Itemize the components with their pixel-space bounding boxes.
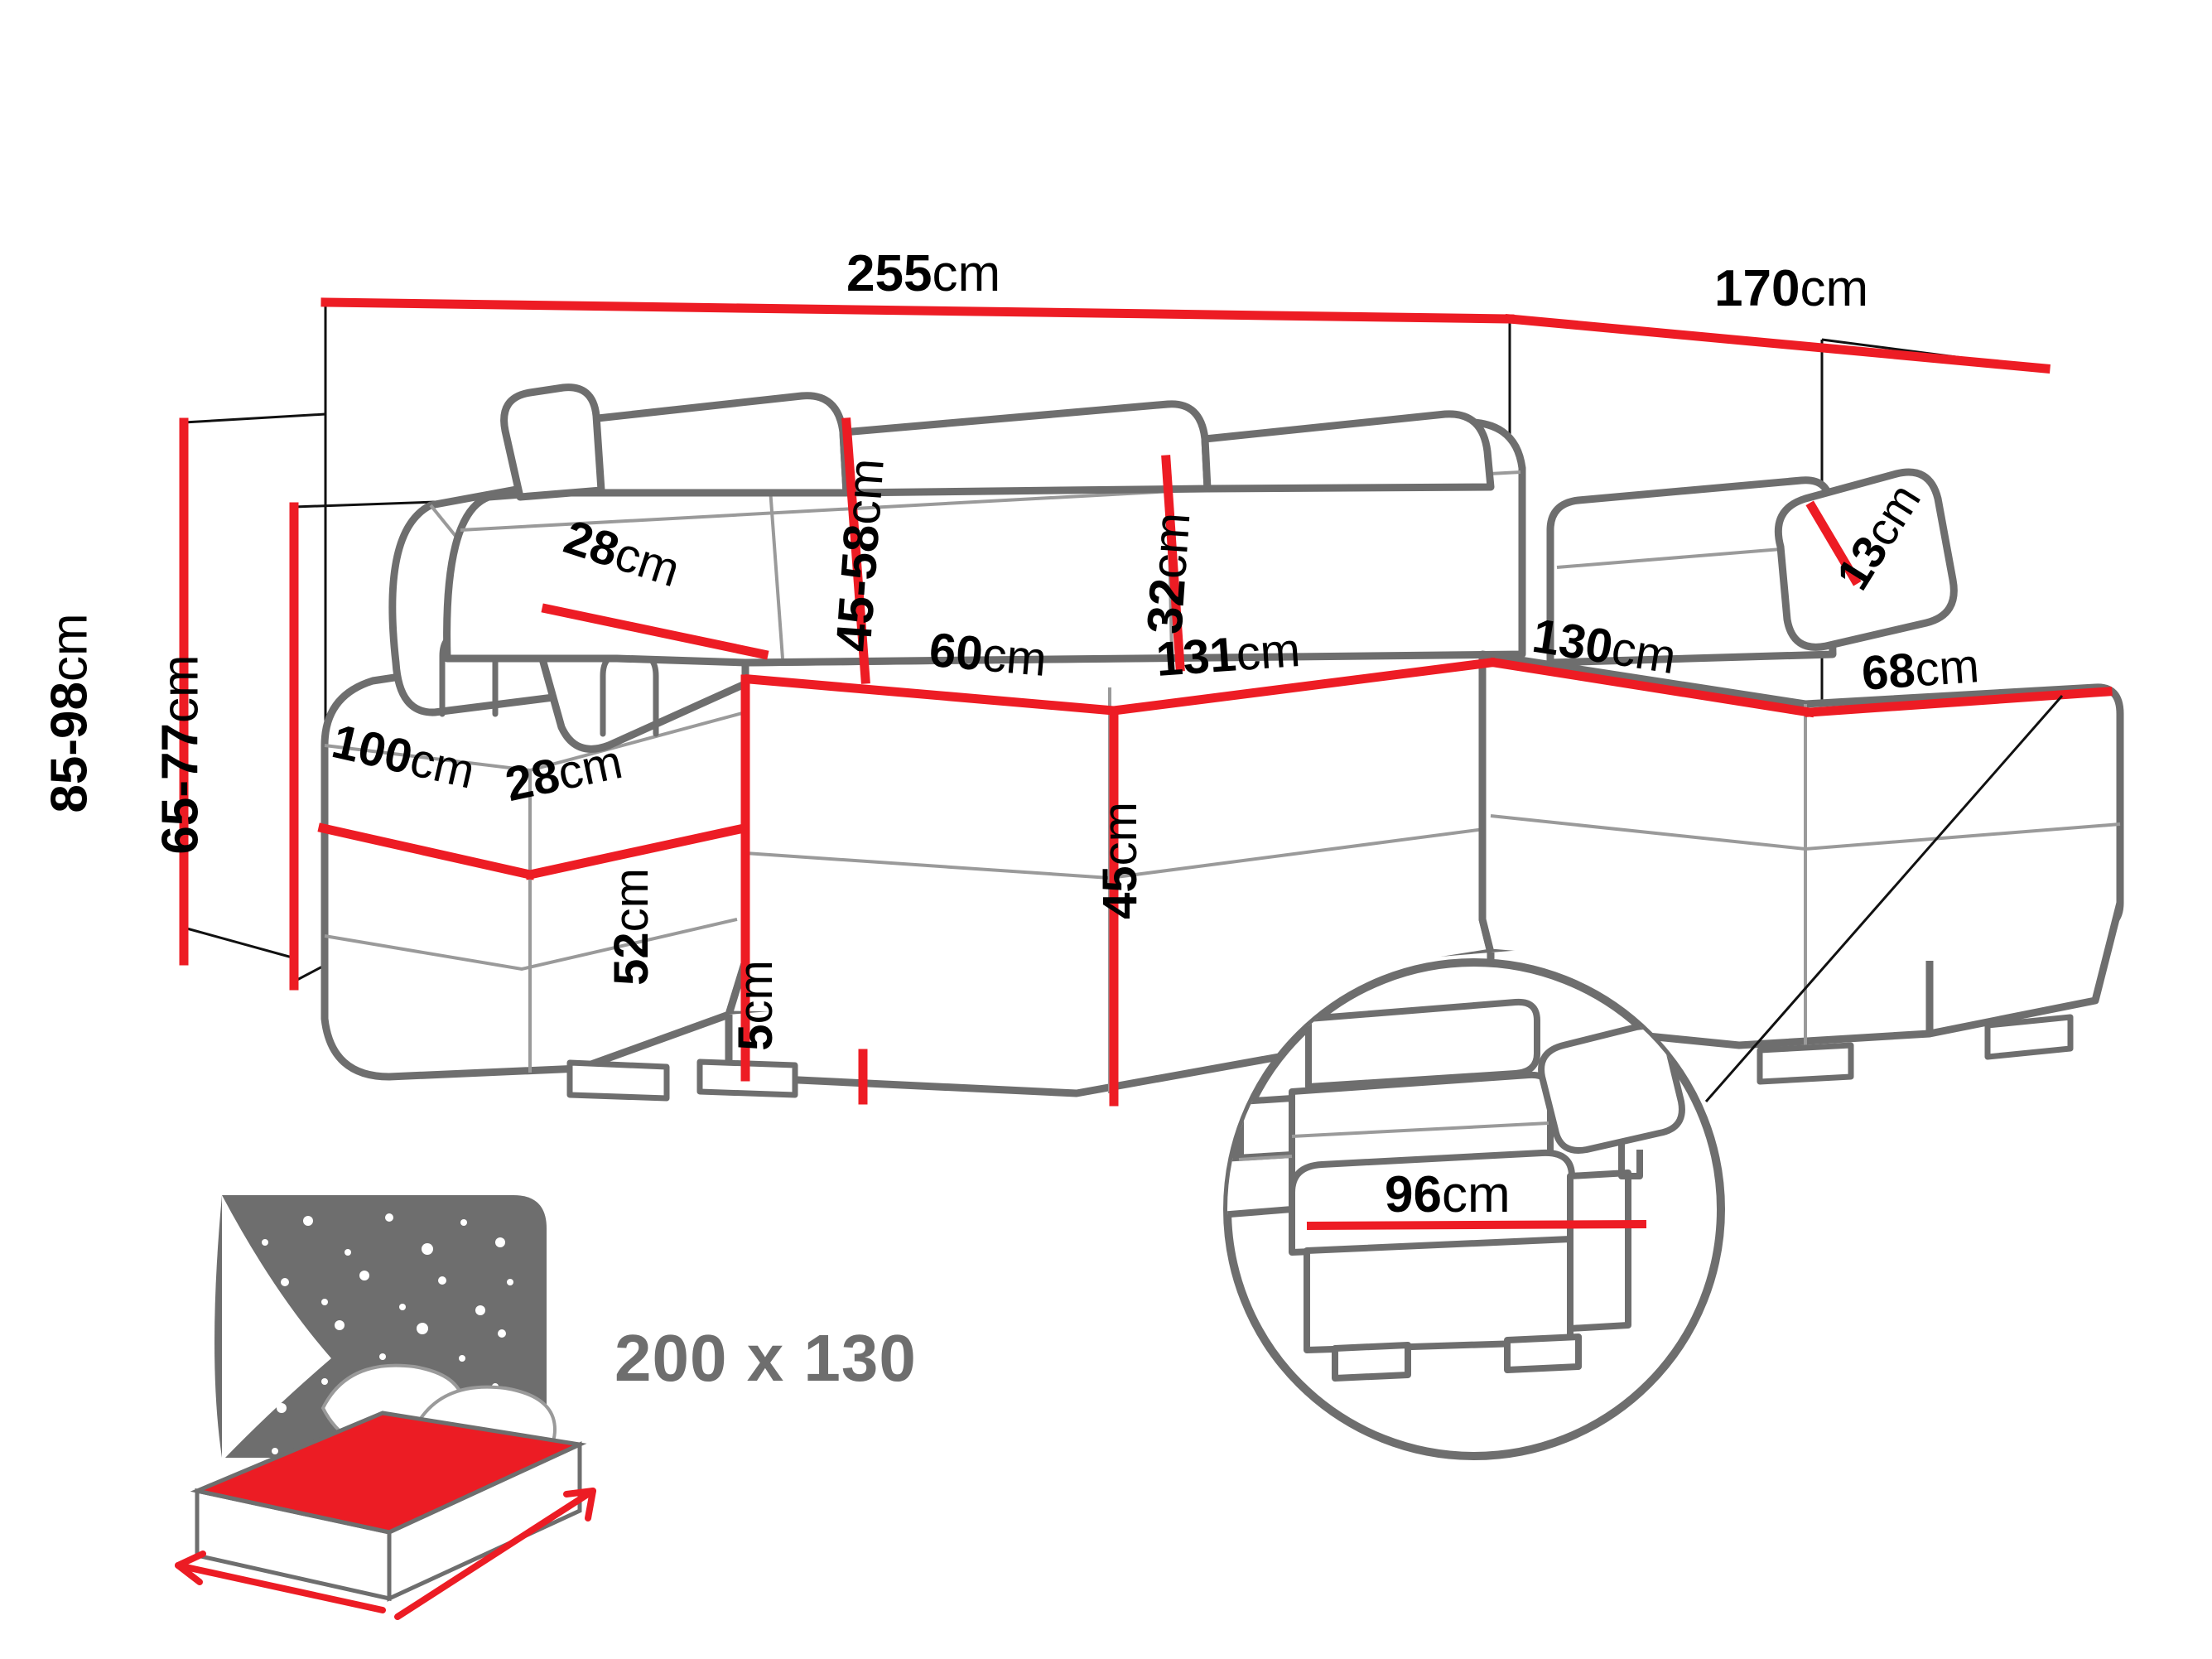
sleeping-area-label: 200 x 130 xyxy=(614,1321,917,1395)
dim-label-headrest-height: 32cm xyxy=(1136,510,1201,635)
dim-line-backrest-45-58 xyxy=(841,417,870,684)
dim-label-leg-height: 5cm xyxy=(728,960,783,1051)
dim-value: 131 xyxy=(1154,627,1238,687)
dim-unit: cm xyxy=(604,868,658,933)
dim-unit: cm xyxy=(152,654,210,724)
dim-label-total-width: 255cm xyxy=(846,248,1000,300)
dim-line-armrest-28 xyxy=(524,822,749,880)
dim-unit: cm xyxy=(834,456,894,527)
dim-line-seat-131 xyxy=(1108,657,1496,716)
dim-line-chaise-68 xyxy=(1805,687,2113,717)
dim-unit: cm xyxy=(1800,260,1869,317)
dim-line-chaise-headrest-13 xyxy=(1805,500,1862,586)
dim-line-armrest-100 xyxy=(317,822,536,880)
dim-line-seat-60 xyxy=(745,674,1119,716)
dim-line-detail-96 xyxy=(1306,1220,1647,1230)
dim-line-bolster-28 xyxy=(541,603,769,660)
stars xyxy=(231,1213,513,1454)
dim-unit: cm xyxy=(41,613,99,682)
dim-label-total-depth: 170cm xyxy=(1714,263,1868,315)
dim-value: 60 xyxy=(927,622,986,682)
left-vertical-dimension-lines xyxy=(179,417,299,991)
dim-unit: cm xyxy=(932,245,1001,302)
dim-unit: cm xyxy=(1092,802,1147,866)
top-dimension-lines xyxy=(320,297,2051,374)
dim-value: 32 xyxy=(1136,576,1196,636)
dim-value: 255 xyxy=(846,245,933,302)
left-top-cushion xyxy=(500,383,605,501)
dim-value: 65-77 xyxy=(152,723,210,855)
dim-label-chaise-depth: 68cm xyxy=(1859,639,1981,701)
dim-value: 96 xyxy=(1385,1166,1442,1223)
dim-value: 5 xyxy=(728,1024,783,1051)
dim-unit: cm xyxy=(1234,623,1303,682)
dim-unit: cm xyxy=(1607,620,1680,685)
dim-label-seat-depth: 60cm xyxy=(927,622,1049,687)
dim-line-headrest-32 xyxy=(1161,455,1185,672)
dim-label-overall-height: 85-98cm xyxy=(41,613,99,813)
dim-unit: cm xyxy=(1441,1166,1511,1223)
dim-value: 68 xyxy=(1859,643,1917,701)
callout-leader-line xyxy=(1704,695,2064,1102)
sleeping-area-icon xyxy=(175,1195,596,1620)
dim-line-chaise-130 xyxy=(1489,657,1815,718)
dim-label-backrest-incline: 45-58cm xyxy=(825,456,894,653)
dim-unit: cm xyxy=(728,960,783,1025)
left-armrest-detail xyxy=(324,711,746,1073)
dim-unit: cm xyxy=(980,627,1049,687)
dim-label-seat-height: 45cm xyxy=(1092,802,1147,919)
detail-callout-content xyxy=(1227,998,1685,1382)
dim-value: 45-58 xyxy=(825,522,890,653)
dim-unit: cm xyxy=(1140,510,1201,581)
dim-label-armrest-height: 52cm xyxy=(604,868,658,986)
dim-value: 85-98 xyxy=(41,682,99,813)
headrest-cushions xyxy=(515,392,1495,497)
dim-unit: cm xyxy=(1913,639,1981,697)
dim-label-detail-seat-depth: 96cm xyxy=(1385,1169,1511,1221)
dim-value: 52 xyxy=(604,932,658,986)
dim-value: 170 xyxy=(1714,260,1800,317)
dim-label-seat-width-left: 131cm xyxy=(1154,623,1303,687)
dim-value: 45 xyxy=(1092,866,1147,919)
dim-label-backrest-height: 65-77cm xyxy=(152,654,210,854)
sofa-dimension-lines xyxy=(317,417,2113,1107)
